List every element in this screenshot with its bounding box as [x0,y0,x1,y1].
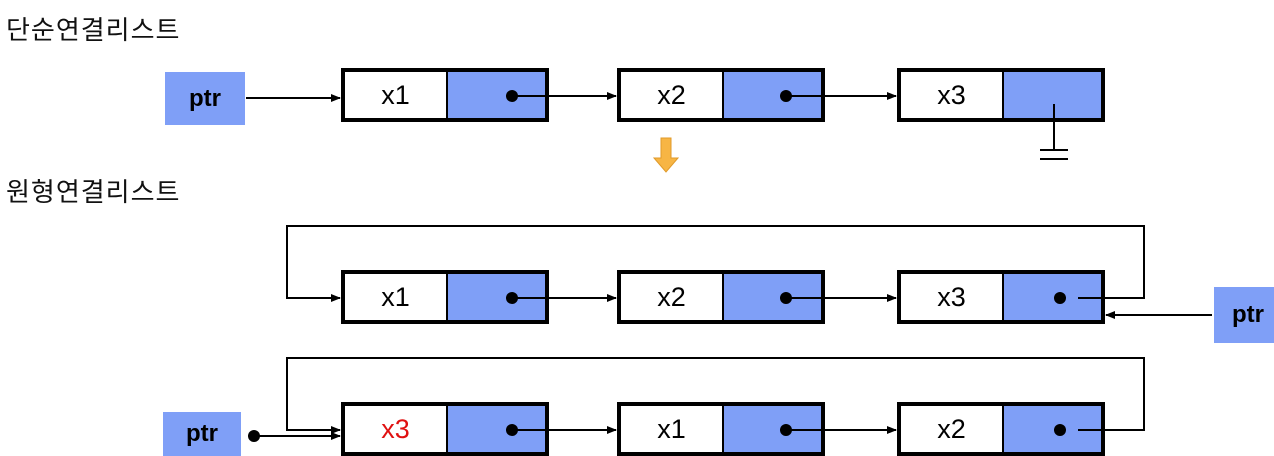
ptr-box-circular-b: ptr [163,412,241,456]
ptr-box-circular-a: ptr [1214,287,1274,343]
pointer-dot [1054,424,1066,436]
down-arrow-icon [652,137,680,173]
node-circular-a-3: x3 [897,270,1105,324]
node-data: x1 [345,72,448,118]
node-data: x2 [621,274,724,320]
node-data: x2 [901,406,1004,452]
title-singly-linked-list: 단순연결리스트 [6,16,181,46]
node-data: x2 [621,72,724,118]
circular-return-arrow-a [286,225,1145,302]
title-circular-linked-list: 원형연결리스트 [6,178,181,208]
node-data: x1 [345,274,448,320]
node-singly-1: x1 [341,68,549,122]
node-link-field [1004,72,1101,118]
node-data: x3 [901,274,1004,320]
node-singly-3: x3 [897,68,1105,122]
node-data: x1 [621,406,724,452]
circular-return-arrow-b [286,357,1145,434]
node-data-highlighted: x3 [345,406,448,452]
node-data: x3 [901,72,1004,118]
ptr-box-singly: ptr [165,72,245,125]
pointer-dot [1054,292,1066,304]
